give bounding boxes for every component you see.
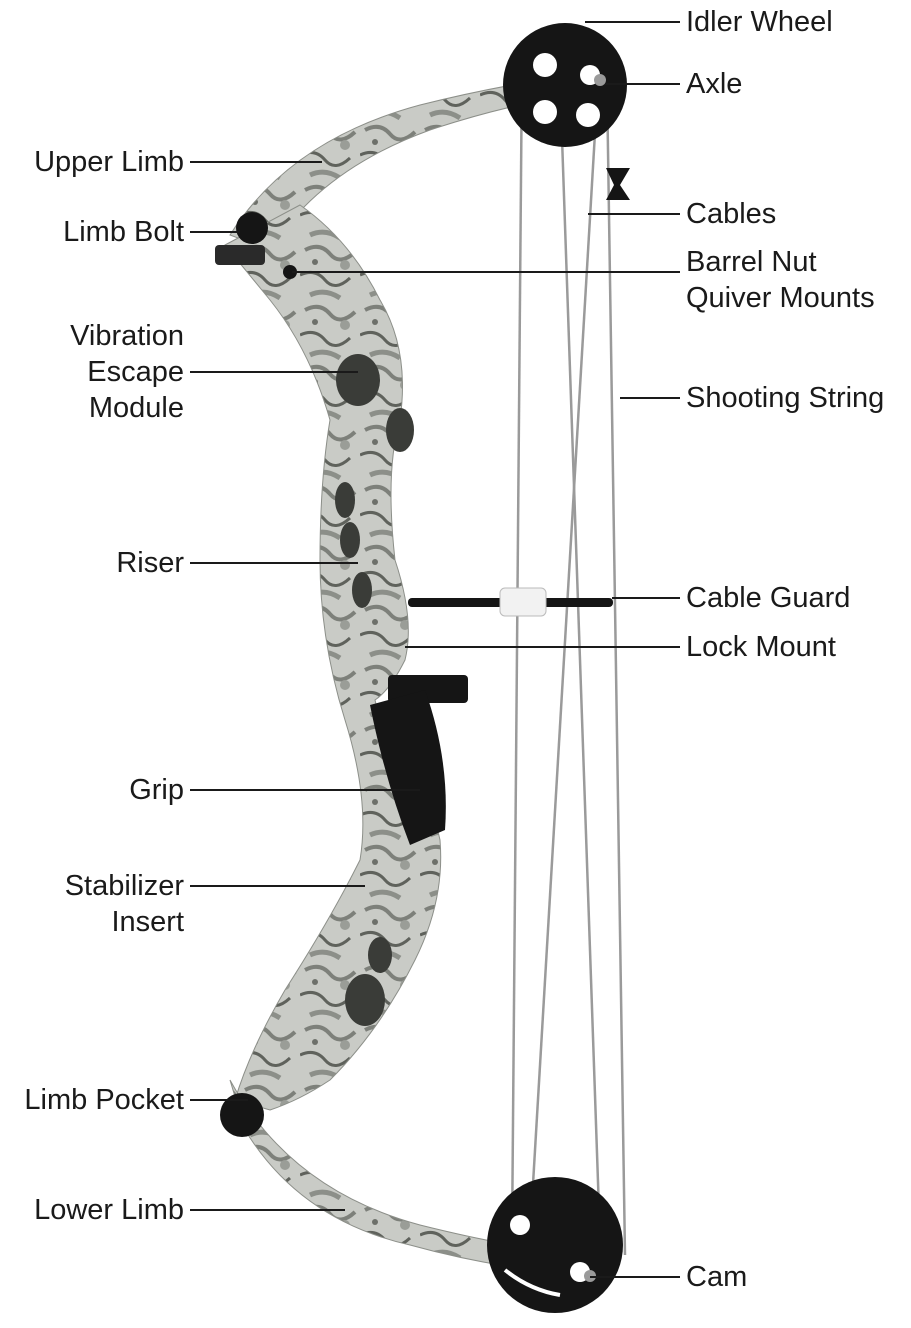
label-cable-guard: Cable Guard <box>686 580 850 616</box>
label-limb-bolt: Limb Bolt <box>63 214 184 250</box>
label-barrel-nut-quiver-mounts: Barrel NutQuiver Mounts <box>686 244 875 316</box>
limb-bolt-shape <box>236 212 268 244</box>
label-stabilizer-insert: StabilizerInsert <box>65 868 184 940</box>
label-shooting-string: Shooting String <box>686 380 884 416</box>
label-riser: Riser <box>116 545 184 581</box>
label-vibration-escape-module: VibrationEscapeModule <box>70 318 184 426</box>
label-axle: Axle <box>686 66 742 102</box>
label-lower-limb: Lower Limb <box>34 1192 184 1228</box>
label-limb-pocket: Limb Pocket <box>24 1082 184 1118</box>
label-upper-limb: Upper Limb <box>34 144 184 180</box>
riser-shape <box>225 205 441 1110</box>
bow-strings <box>512 60 625 1255</box>
label-lock-mount: Lock Mount <box>686 629 836 665</box>
label-idler-wheel: Idler Wheel <box>686 4 833 40</box>
label-cam: Cam <box>686 1259 747 1295</box>
cable-guard-shape <box>408 588 613 616</box>
label-cables: Cables <box>686 196 776 232</box>
upper-limb-pocket-shape <box>215 245 265 265</box>
label-grip: Grip <box>129 772 184 808</box>
cam-shape <box>487 1177 623 1313</box>
